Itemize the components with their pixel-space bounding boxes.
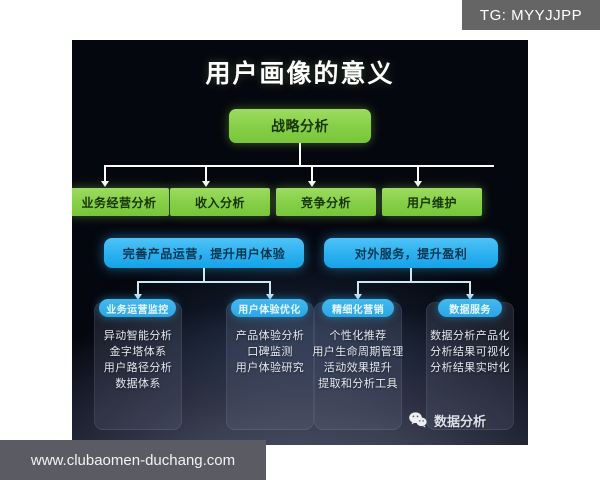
connector-level2-drop-1 (104, 165, 106, 181)
watermark: 数据分析 (408, 410, 486, 430)
node-root[interactable]: 战略分析 (229, 109, 371, 143)
list-item: 用户生命周期管理 (312, 345, 404, 358)
connector-level2-drop-2 (205, 165, 207, 181)
node-level2-3[interactable]: 竞争分析 (276, 188, 376, 216)
node-level3-1[interactable]: 完善产品运营，提升用户体验 (104, 238, 304, 268)
connector-l3b-drop-1 (357, 281, 359, 294)
node-level2-4[interactable]: 用户维护 (382, 188, 482, 216)
connector-l3a-drop-2 (269, 281, 271, 294)
column-panel-1 (94, 302, 182, 430)
list-item: 分析结果可视化 (430, 345, 510, 358)
column-panel-3 (314, 302, 402, 430)
column-list-2: 产品体验分析 口碑监测 用户体验研究 (222, 328, 318, 376)
node-level3-2[interactable]: 对外服务，提升盈利 (324, 238, 498, 268)
watermark-label: 数据分析 (434, 414, 487, 430)
diagram-frame: 用户画像的意义 战略分析 业务经营分析 收入分析 竞争分析 用户维护 完善产品运… (72, 40, 528, 445)
connector-level2-bus (104, 165, 494, 167)
column-list-1: 异动智能分析 金字塔体系 用户路径分析 数据体系 (90, 328, 186, 392)
arrow-col-2 (266, 294, 274, 300)
arrow-col-3 (354, 294, 362, 300)
connector-l3b-drop-2 (469, 281, 471, 294)
list-item: 活动效果提升 (323, 361, 393, 374)
column-pill-1[interactable]: 业务运营监控 (99, 299, 176, 317)
connector-level2-drop-4 (417, 165, 419, 181)
column-list-3: 个性化推荐 用户生命周期管理 活动效果提升 提取和分析工具 (304, 328, 412, 392)
arrow-level2-2 (202, 181, 210, 187)
list-item: 产品体验分析 (235, 329, 305, 342)
connector-l3a-stem (203, 268, 205, 281)
list-item: 个性化推荐 (329, 329, 387, 342)
arrow-col-1 (134, 294, 142, 300)
column-pill-2[interactable]: 用户体验优化 (231, 299, 308, 317)
wechat-icon (408, 410, 428, 430)
list-item: 用户体验研究 (235, 361, 305, 374)
arrow-level2-4 (414, 181, 422, 187)
connector-l3a-bus (137, 281, 270, 283)
arrow-level2-3 (308, 181, 316, 187)
list-item: 用户路径分析 (103, 361, 173, 374)
list-item: 数据分析产品化 (430, 329, 510, 342)
column-panel-2 (226, 302, 314, 430)
column-pill-4[interactable]: 数据服务 (438, 299, 502, 317)
url-banner: www.clubaomen-duchang.com (0, 440, 266, 480)
node-level2-2[interactable]: 收入分析 (170, 188, 270, 216)
diagram-title: 用户画像的意义 (205, 59, 395, 88)
connector-l3a-drop-1 (137, 281, 139, 294)
list-item: 金字塔体系 (109, 345, 167, 358)
arrow-level2-1 (101, 181, 109, 187)
list-item: 异动智能分析 (103, 329, 173, 342)
column-list-4: 数据分析产品化 分析结果可视化 分析结果实时化 (416, 328, 524, 376)
list-item: 口碑监测 (247, 345, 293, 358)
arrow-col-4 (466, 294, 474, 300)
node-level2-1[interactable]: 业务经营分析 (72, 188, 169, 216)
column-pill-3[interactable]: 精细化营销 (322, 299, 394, 317)
connector-root-stem (299, 143, 301, 165)
list-item: 数据体系 (115, 377, 161, 390)
tg-tag: TG: MYYJJPP (462, 0, 600, 30)
connector-l3b-bus (357, 281, 470, 283)
list-item: 提取和分析工具 (318, 377, 398, 390)
connector-level2-drop-3 (311, 165, 313, 181)
list-item: 分析结果实时化 (430, 361, 510, 374)
connector-l3b-stem (410, 268, 412, 281)
